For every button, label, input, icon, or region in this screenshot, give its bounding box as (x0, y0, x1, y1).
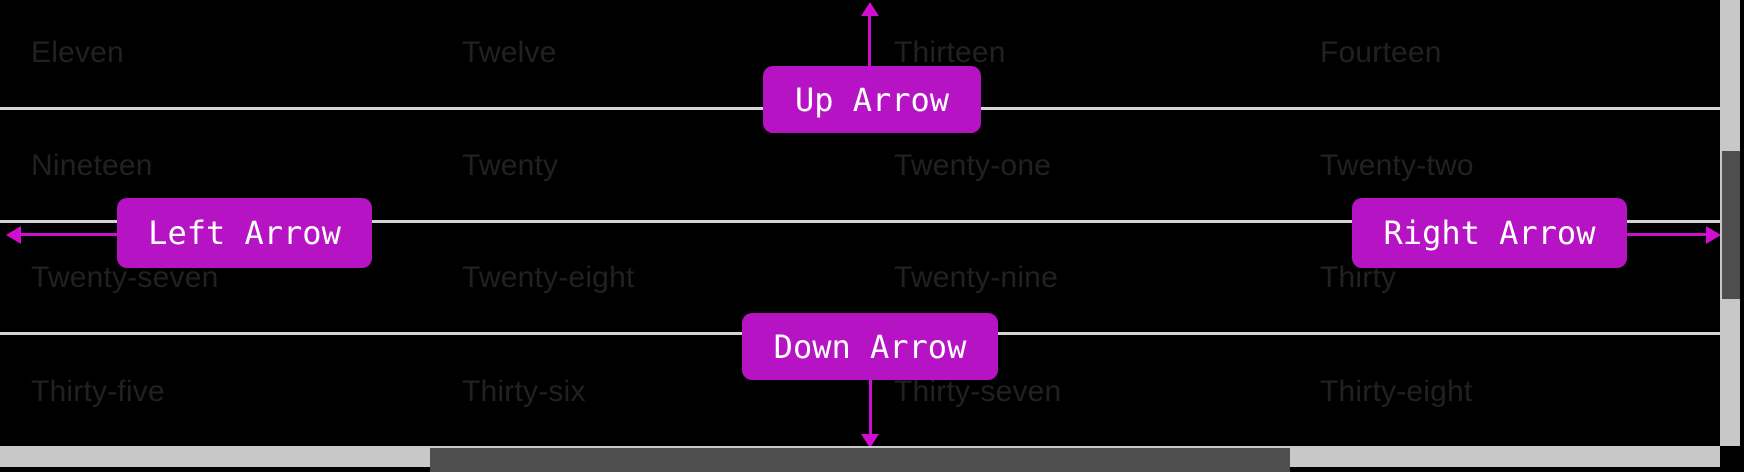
grid-cell: Twelve (462, 36, 557, 69)
grid-cell: Twenty-eight (462, 261, 635, 294)
grid-cell: Thirty-six (462, 375, 586, 408)
up-arrow-button[interactable]: Up Arrow (763, 66, 981, 133)
horizontal-scrollbar-thumb[interactable] (430, 448, 1290, 472)
grid-cell: Thirty-eight (1320, 375, 1473, 408)
left-arrow-button[interactable]: Left Arrow (117, 198, 372, 268)
grid-cell: Twenty-one (894, 149, 1052, 182)
grid-cell: Twenty (462, 149, 559, 182)
right-arrow-button[interactable]: Right Arrow (1352, 198, 1627, 268)
grid-cell: Thirteen (894, 36, 1006, 69)
down-arrow-line (869, 380, 872, 435)
grid-cell: Twenty-nine (894, 261, 1058, 294)
up-arrow-line (868, 16, 871, 66)
grid-cell: Twenty-two (1320, 149, 1474, 182)
grid-cell: Nineteen (31, 149, 153, 182)
grid-cell: Fourteen (1320, 36, 1442, 69)
right-arrowhead-icon (1706, 226, 1721, 244)
left-arrow-line (20, 233, 117, 236)
right-arrow-line (1627, 233, 1707, 236)
grid-cell: Thirty-seven (894, 375, 1062, 408)
grid-cell: Thirty-five (31, 375, 165, 408)
vertical-scrollbar-thumb[interactable] (1722, 151, 1740, 299)
up-arrowhead-icon (861, 2, 879, 16)
left-arrowhead-icon (6, 226, 21, 244)
row-separator-line (0, 220, 1720, 223)
down-arrowhead-icon (861, 434, 879, 448)
down-arrow-button[interactable]: Down Arrow (742, 313, 998, 380)
grid-cell: Eleven (31, 36, 124, 69)
